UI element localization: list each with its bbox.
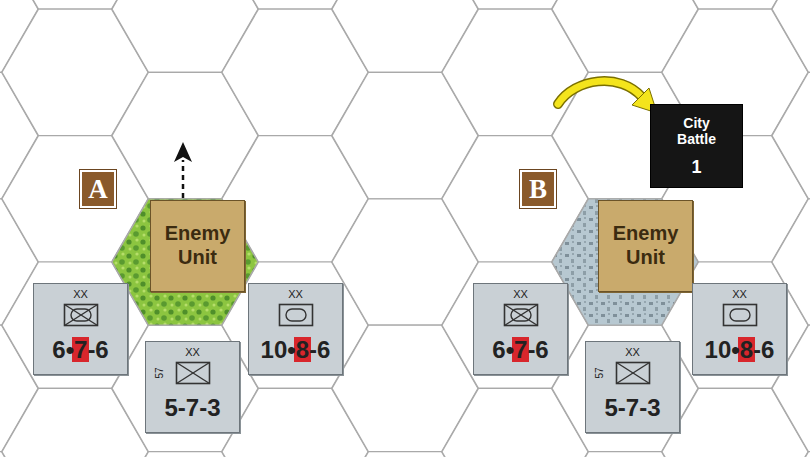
placement-arrow [558,81,642,104]
unit-id: 57 [155,367,165,378]
unit-symbol [63,303,99,327]
unit-id: 57 [595,367,605,378]
hex [772,72,810,199]
panel-label: A [80,170,116,208]
combat-values: 6•7-6 [474,336,567,364]
unit-symbol [278,303,314,327]
unit-counter: XX 10•8-6 [692,283,787,375]
hex [772,0,810,72]
unit-size: XX [34,288,127,300]
marker-number: 1 [651,157,742,178]
unit-size: XX [693,288,786,300]
unit-symbol [175,361,211,385]
forest-hex [112,199,258,325]
city-hex [552,199,698,325]
unit-symbol [503,303,539,327]
combat-values: 5-7-3 [586,394,679,422]
unit-counter: XX 57 5-7-3 [585,341,680,433]
unit-counter: XX 6•7-6 [473,283,568,375]
panel-label: B [520,170,556,208]
placement-arrow-outline [558,81,642,104]
counter-text: Enemy Unit [155,221,240,269]
unit-size: XX [249,288,342,300]
unit-size: XX [586,346,679,358]
combat-values: 5-7-3 [146,394,239,422]
unit-symbol [722,303,758,327]
unit-counter: XX 6•7-6 [33,283,128,375]
combat-values: 6•7-6 [34,336,127,364]
counter-text: Enemy Unit [603,221,688,269]
enemy-counter: Enemy Unit [598,200,693,292]
unit-size: XX [146,346,239,358]
hex [112,325,258,452]
hex [772,452,810,457]
enemy-counter: Enemy Unit [150,200,245,292]
panel-letter: B [522,175,554,203]
terrain-hexes [112,199,698,325]
retreat-arrowhead [174,142,192,162]
unit-size: XX [474,288,567,300]
city-battle-marker: City Battle 1 [650,104,743,188]
combat-values: 10•8-6 [249,336,342,364]
unit-symbol [615,361,651,385]
hex [552,325,698,452]
unit-counter: XX 57 5-7-3 [145,341,240,433]
retreat-arrow [182,160,185,198]
panel-letter: A [82,175,114,203]
combat-values: 10•8-6 [693,336,786,364]
unit-counter: XX 10•8-6 [248,283,343,375]
marker-title: City Battle [661,115,732,147]
